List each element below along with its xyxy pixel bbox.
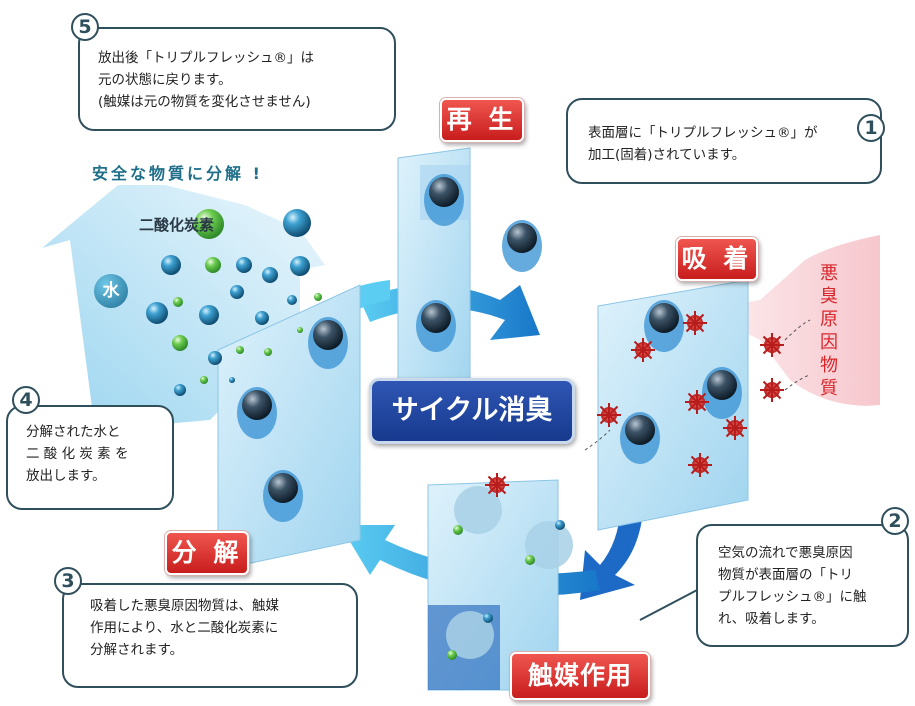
stage-label-regenerate: 再 生	[440, 98, 524, 142]
odor-leader-2	[784, 374, 811, 391]
callout-2-line-1: 空気の流れで悪臭原因	[718, 545, 853, 561]
callout-step-3: 吸着した悪臭原因物質は、触媒 作用により、水と二酸化炭素に 分解されます。	[62, 583, 358, 688]
callout-1-line-1: 表面層に「トリプルフレッシュ®」が	[588, 125, 818, 141]
step-badge-1: 1	[857, 114, 885, 142]
step-badge-4: 4	[12, 386, 40, 414]
callout-step-1: 表面層に「トリプルフレッシュ®」が 加工(固着)されています。	[566, 98, 882, 184]
step-badge-5: 5	[71, 13, 99, 41]
stage-label-decompose: 分 解	[165, 531, 249, 575]
callout-5-line-3: (触媒は元の物質を変化させません)	[98, 94, 311, 110]
callout-3-line-2: 作用により、水と二酸化炭素に	[90, 620, 279, 636]
odor-leader-1	[784, 319, 811, 341]
adsorb-leader	[584, 429, 611, 451]
callout-4-line-3: 放出します。	[26, 468, 106, 484]
callout-4-line-1: 分解された水と	[26, 424, 121, 440]
callout-3-line-1: 吸着した悪臭原因物質は、触媒	[90, 598, 279, 614]
panel-decompose	[217, 284, 361, 571]
callout-step-2: 空気の流れで悪臭原因 物質が表面層の「トリ プルフレッシュ®」に触 れ、吸着しま…	[696, 524, 909, 647]
cycle-deodorize-label: サイクル消臭	[369, 378, 575, 444]
callout-2-line-4: れ、吸着します。	[718, 611, 825, 627]
callout-5-line-2: 元の状態に戻ります。	[98, 72, 232, 88]
stage-label-adsorb: 吸 着	[676, 237, 758, 281]
callout-step-4: 分解された水と 二 酸 化 炭 素 を 放出します。	[6, 405, 174, 510]
stage-label-catalyst: 触媒作用	[510, 652, 650, 700]
panel-adsorb	[596, 279, 785, 531]
water-molecule-label: 水	[94, 274, 128, 308]
safe-substance-heading: 安全な物質に分解 !	[92, 164, 263, 183]
callout-1-line-2: 加工(固着)されています。	[588, 147, 746, 163]
step-badge-2: 2	[881, 507, 909, 535]
co2-label: 二酸化炭素	[139, 216, 215, 234]
odor-substance-label: 悪臭原因物質	[820, 263, 838, 399]
callout-step-5: 放出後「トリプルフレッシュ®」は 元の状態に戻ります。 (触媒は元の物質を変化さ…	[78, 27, 396, 131]
panel-catalyst	[427, 472, 573, 691]
odor-inflow-arrow	[700, 235, 880, 406]
callout-5-line-1: 放出後「トリプルフレッシュ®」は	[98, 50, 314, 66]
step-badge-3: 3	[54, 567, 82, 595]
callout-4-line-2: 二 酸 化 炭 素 を	[26, 446, 129, 462]
panel-regenerate	[397, 147, 542, 413]
released-molecules	[146, 209, 322, 396]
callout-3-line-3: 分解されます。	[90, 642, 184, 658]
callout-2-line-2: 物質が表面層の「トリ	[718, 567, 853, 583]
callout-2-line-3: プルフレッシュ®」に触	[718, 589, 867, 605]
